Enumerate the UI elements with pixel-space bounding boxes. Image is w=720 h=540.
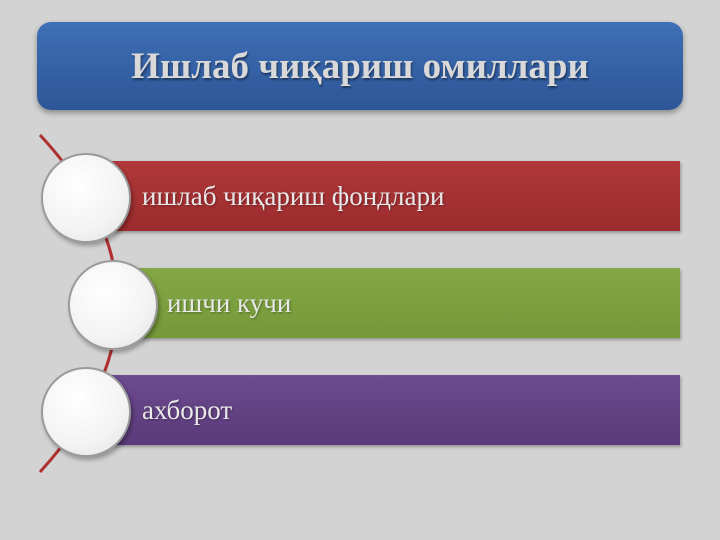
title-banner: Ишлаб чиқариш омиллари [37, 22, 683, 110]
factor-label-2: ишчи кучи [167, 287, 292, 318]
factor-bar-2: ишчи кучи [112, 268, 680, 338]
factor-label-3: ахборот [142, 394, 233, 425]
factor-bar-3: ахборот [112, 375, 680, 445]
factor-bar-1: ишлаб чиқариш фондлари [112, 161, 680, 231]
factor-label-1: ишлаб чиқариш фондлари [142, 180, 445, 211]
page-title: Ишлаб чиқариш омиллари [131, 45, 589, 87]
bullet-circle-1 [41, 153, 131, 243]
bullet-circle-2 [68, 260, 158, 350]
bullet-circle-3 [41, 367, 131, 457]
